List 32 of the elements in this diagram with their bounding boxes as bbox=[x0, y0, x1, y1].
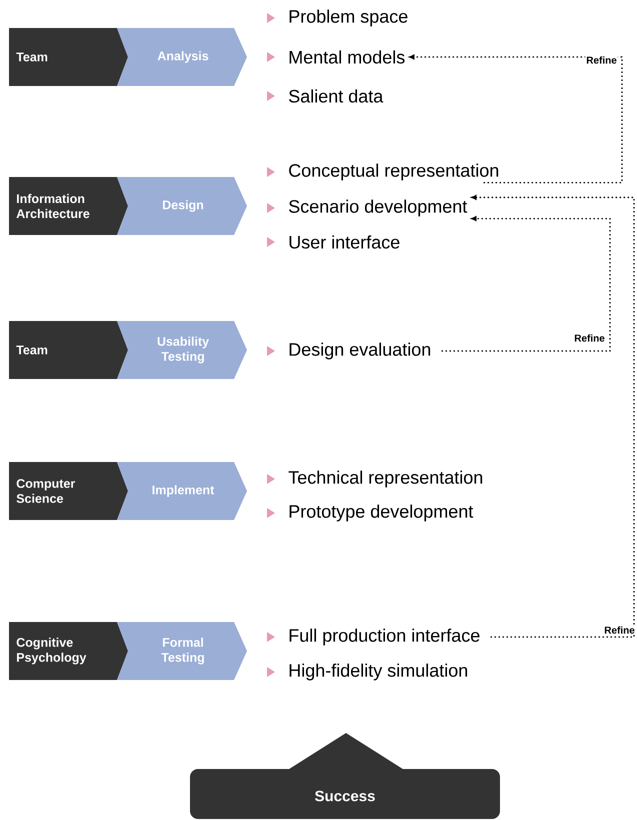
bullet-item: Technical representation bbox=[267, 470, 482, 488]
bullet-item: Salient data bbox=[267, 89, 384, 103]
bullet-item: Scenario development bbox=[267, 200, 468, 216]
bullet-item: High-fidelity simulation bbox=[267, 664, 468, 680]
node-label: Mental models bbox=[290, 50, 405, 64]
bullet-item: Design evaluation bbox=[267, 342, 430, 360]
team-box: Cognitive Psychology bbox=[9, 622, 128, 680]
phase-box: Formal Testing bbox=[117, 622, 247, 680]
edge-label: Refine bbox=[603, 625, 636, 635]
bullet-item: Problem space bbox=[267, 10, 408, 26]
bullet-item: User interface bbox=[267, 235, 400, 249]
phase-box: Usability Testing bbox=[117, 321, 247, 379]
node-label: User interface bbox=[290, 235, 400, 249]
node-label: Problem space bbox=[290, 10, 408, 26]
bullet-item: Mental models bbox=[267, 50, 405, 64]
bullet-item: Conceptual representation bbox=[267, 164, 498, 180]
edge-label: Refine bbox=[573, 333, 606, 343]
phase-box: Implement bbox=[117, 462, 247, 520]
refine-arrow bbox=[409, 54, 623, 184]
bullet-item: Full production interface bbox=[267, 628, 480, 646]
team-box: Team bbox=[9, 28, 128, 86]
refine-arrow bbox=[471, 194, 635, 638]
node-label: Salient data bbox=[289, 89, 384, 103]
team-box: Information Architecture bbox=[9, 177, 128, 235]
phase-box: Analysis bbox=[117, 28, 247, 86]
phase-box: Design bbox=[117, 177, 247, 235]
team-box: Team bbox=[9, 321, 128, 379]
team-box: Computer Science bbox=[9, 462, 128, 520]
bullet-item: Prototype development bbox=[267, 504, 474, 522]
success-box: Success bbox=[190, 733, 500, 819]
refine-arrow bbox=[442, 216, 611, 352]
edge-label: Refine bbox=[585, 55, 618, 65]
